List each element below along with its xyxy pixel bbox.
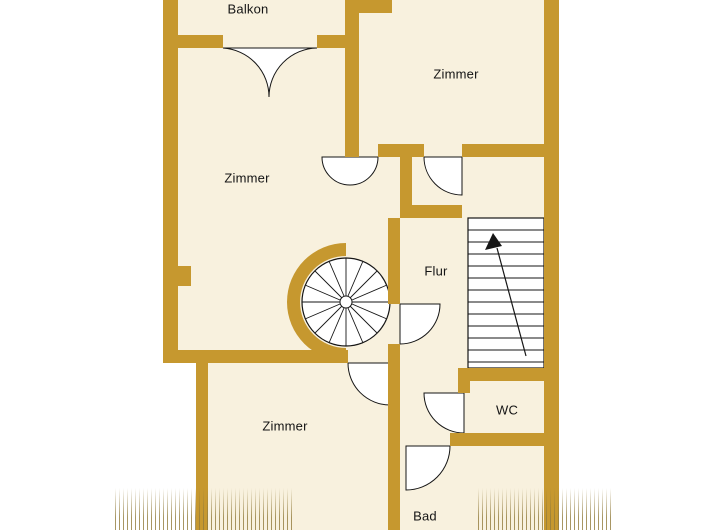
door-swing-arc-icon-wc xyxy=(423,392,465,434)
wall-wc-bad-divider xyxy=(450,433,558,446)
wall-left-outer xyxy=(163,0,178,363)
walls xyxy=(163,0,559,530)
room-label-zimmer-top: Zimmer xyxy=(433,66,479,82)
wall-wc-left-stub xyxy=(458,381,470,393)
wall-bottom-room-top xyxy=(163,350,348,363)
garden-texture-right xyxy=(478,488,612,530)
wall-left-pillar xyxy=(178,266,191,286)
wall-flur-right-lower xyxy=(388,344,400,530)
wall-hall-top-b xyxy=(462,144,544,157)
wall-balcony-left xyxy=(163,35,223,48)
room-label-zimmer-middle: Zimmer xyxy=(224,170,270,186)
doors xyxy=(222,47,465,491)
room-label-zimmer-bottom: Zimmer xyxy=(262,418,308,434)
stair-walk-line xyxy=(496,247,527,357)
room-label-balkon: Balkon xyxy=(227,1,269,17)
door-swing-arc-icon-balcony xyxy=(222,47,318,98)
wall-stair-bottom xyxy=(458,368,558,381)
spiral-staircase-icon xyxy=(301,257,391,347)
wall-flur-top xyxy=(400,205,462,218)
wall-right-outer xyxy=(544,0,559,530)
straight-staircase-icon xyxy=(467,217,545,369)
door-swing-arc-icon-landing xyxy=(423,156,463,196)
wall-niche-vertical xyxy=(400,144,412,218)
spiral-treads xyxy=(302,258,390,346)
wall-spiral-curved xyxy=(287,243,346,361)
door-swing-arc-icon-flur xyxy=(399,303,441,345)
door-swing-arc-icon-zimmer-bottom xyxy=(347,362,391,406)
spiral-center-post xyxy=(339,295,353,309)
room-label-flur: Flur xyxy=(424,263,448,279)
wall-upper-mid-vertical xyxy=(345,0,359,157)
stairwell-outline xyxy=(467,217,545,369)
garden-texture-left xyxy=(115,488,292,530)
door-swing-arc-icon-bad xyxy=(405,445,451,491)
wall-top-stub xyxy=(359,0,392,13)
room-label-wc: WC xyxy=(495,402,519,418)
stair-treads xyxy=(468,229,544,363)
door-swing-arc-icon-hall xyxy=(321,156,379,186)
room-label-bad: Bad xyxy=(413,508,437,524)
wall-flur-right-upper xyxy=(388,218,400,304)
up-arrow-icon xyxy=(485,233,502,250)
